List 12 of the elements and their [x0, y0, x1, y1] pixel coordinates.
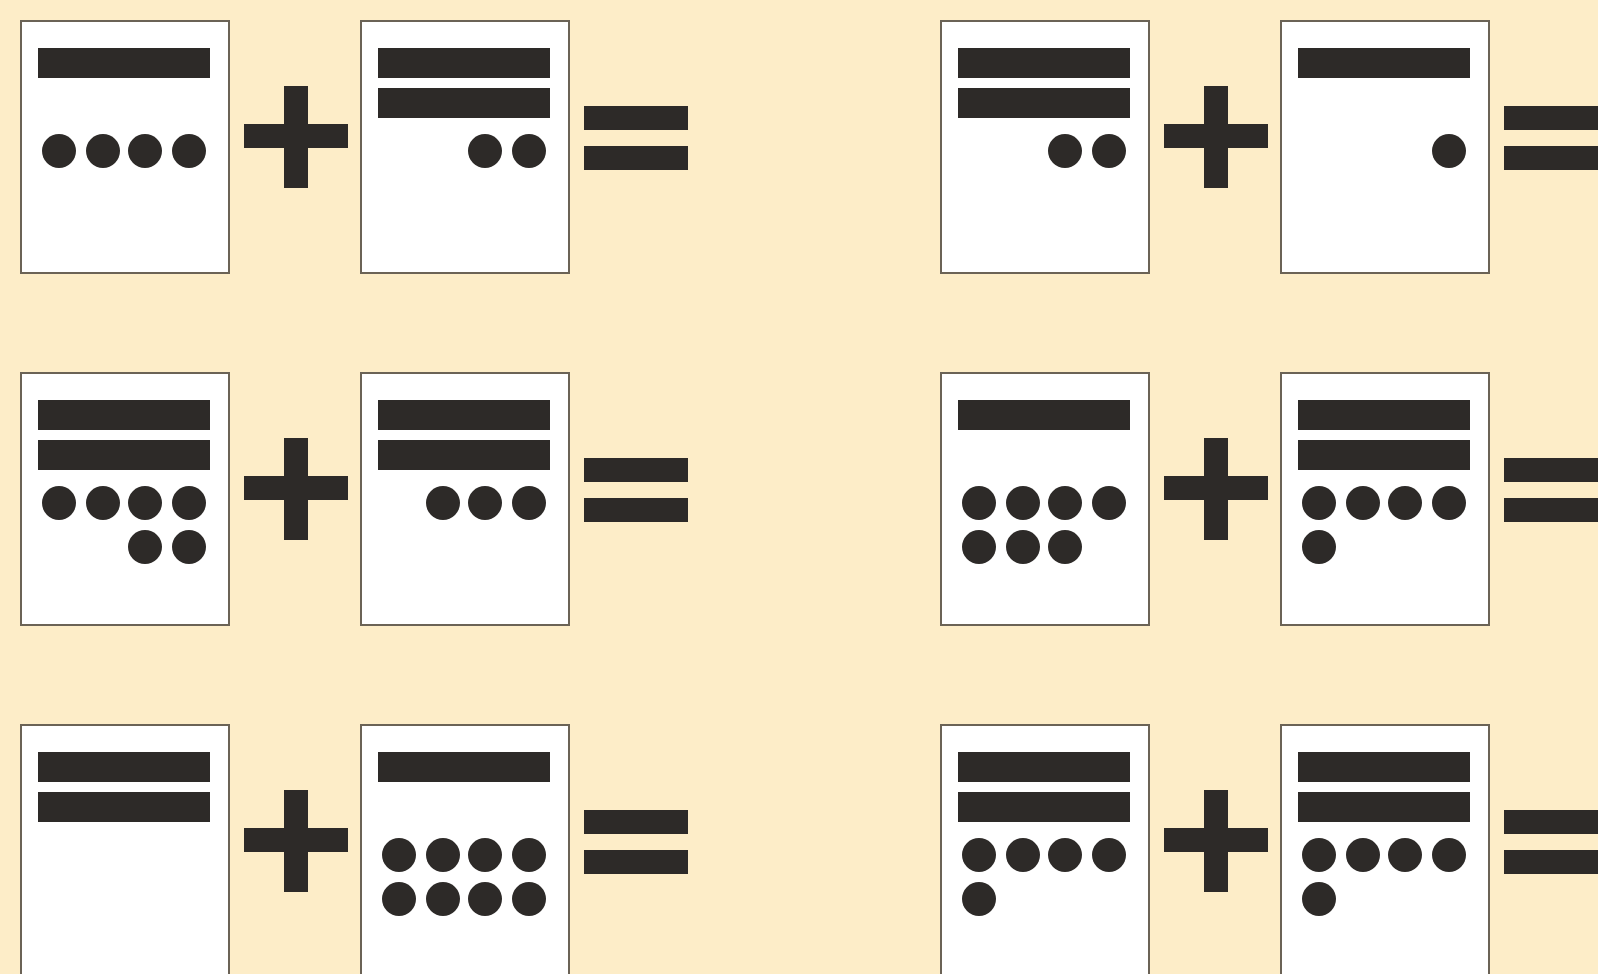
- place-value-card-drawing: [940, 372, 1150, 626]
- place-value-card-drawing: [1280, 724, 1490, 974]
- place-value-card-drawing: [1280, 20, 1490, 274]
- place-value-card-drawing: [1280, 372, 1490, 626]
- place-value-card-drawing: [360, 20, 570, 274]
- place-value-card-drawing: [940, 20, 1150, 274]
- place-value-card-drawing: [360, 724, 570, 974]
- place-value-card-drawing: [20, 20, 230, 274]
- place-value-card-drawing: [360, 372, 570, 626]
- place-value-card-drawing: [20, 372, 230, 626]
- place-value-card-drawing: [940, 724, 1150, 974]
- place-value-card-drawing: [20, 724, 230, 974]
